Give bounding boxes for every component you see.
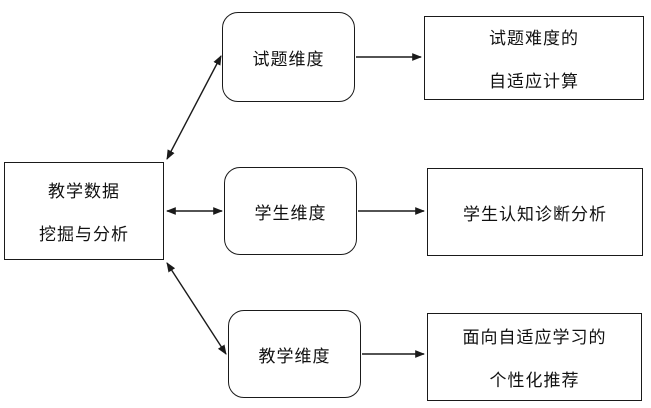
output-item-line-2: 自适应计算 [489,72,579,92]
output-teaching-line-2: 个性化推荐 [489,371,580,391]
output-teaching-line-1: 面向自适应学习的 [462,328,607,348]
root-node-line-2: 挖掘与分析 [39,225,129,245]
dimension-node-item: 试题维度 [222,12,355,102]
dimension-item-label: 试题维度 [252,49,325,70]
output-node-student-diagnosis: 学生认知诊断分析 [427,168,643,256]
arrow-root-teaching-dimension [166,262,227,355]
root-node-line-1: 教学数据 [48,182,120,202]
dimension-node-student: 学生维度 [224,167,357,255]
output-item-line-1: 试题难度的 [489,29,579,49]
dimension-student-label: 学生维度 [254,203,327,224]
root-node-data-mining: 教学数据 挖掘与分析 [4,162,164,260]
dimension-node-teaching: 教学维度 [228,310,361,398]
output-student-label: 学生认知诊断分析 [463,204,607,225]
arrow-root-item-dimension [166,55,222,160]
output-node-personalized-recommendation: 面向自适应学习的 个性化推荐 [427,313,642,401]
dimension-teaching-label: 教学维度 [258,346,331,367]
output-node-item-difficulty: 试题难度的 自适应计算 [424,16,644,100]
